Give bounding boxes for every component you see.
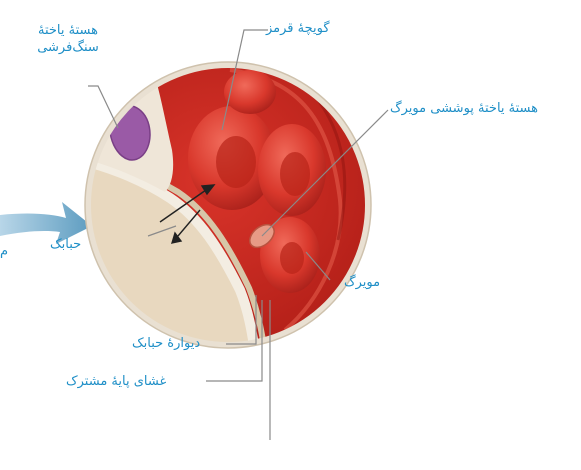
label-squamous-nucleus-line2: سنگ‌فرشی	[20, 39, 116, 56]
label-alveolus: حبابک	[50, 236, 81, 253]
label-squamous-nucleus: هستهٔ یاختهٔ سنگ‌فرشی	[20, 22, 116, 56]
label-endothelial-nucleus: هستهٔ یاختهٔ پوششی مویرگ	[390, 100, 538, 117]
label-capillary: مویرگ	[344, 274, 380, 291]
label-basement-membrane: غشای پایهٔ مشترک	[66, 373, 166, 390]
red-blood-cell-4	[224, 70, 276, 114]
label-squamous-nucleus-line1: هستهٔ یاختهٔ	[20, 22, 116, 39]
label-alveolar-wall: دیوارهٔ حبابک	[132, 335, 200, 352]
label-red-blood-cell: گویچهٔ قرمز	[266, 20, 330, 37]
red-blood-cell-2	[258, 124, 326, 216]
label-edge-fragment: م	[0, 243, 8, 260]
